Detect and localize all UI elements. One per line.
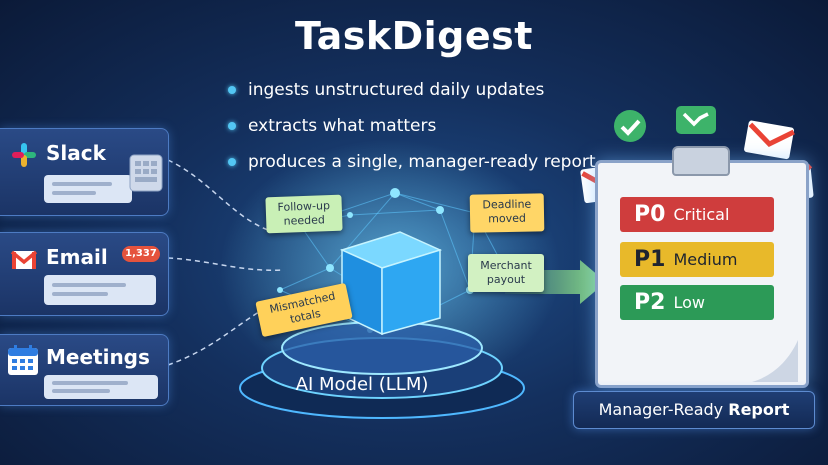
report-caption: Manager-Ready Report xyxy=(573,391,815,429)
feature-item: extracts what matters xyxy=(228,108,596,144)
priority-row-p1: P1 Medium xyxy=(620,242,774,277)
source-card-slack: Slack xyxy=(0,128,169,216)
priority-row-p2: P2 Low xyxy=(620,285,774,320)
feature-list: ingests unstructured daily updates extra… xyxy=(228,72,596,180)
feature-item: produces a single, manager-ready report xyxy=(228,144,596,180)
note-merchant: Merchant payout xyxy=(468,254,544,292)
email-label: Email xyxy=(46,245,108,269)
slack-preview xyxy=(44,175,132,203)
page-title: TaskDigest xyxy=(295,14,533,58)
bullet-icon xyxy=(228,86,236,94)
email-preview xyxy=(44,275,156,305)
slack-label: Slack xyxy=(46,141,106,165)
mail-icon xyxy=(744,120,795,160)
chat-check-icon xyxy=(614,110,646,142)
meetings-preview xyxy=(44,375,158,399)
bullet-icon xyxy=(228,122,236,130)
bullet-icon xyxy=(228,158,236,166)
ai-cube xyxy=(339,231,443,336)
note-follow-up: Follow-up needed xyxy=(265,194,343,234)
page-curl-icon xyxy=(752,340,798,382)
message-icon xyxy=(676,106,716,134)
slack-icon xyxy=(12,143,36,167)
feature-item: ingests unstructured daily updates xyxy=(228,72,596,108)
model-label: AI Model (LLM) xyxy=(295,374,429,395)
clipboard-clip-icon xyxy=(672,146,730,176)
keyboard-icon xyxy=(129,154,163,192)
source-card-meetings: Meetings xyxy=(0,334,169,406)
meetings-label: Meetings xyxy=(46,345,150,369)
priority-row-p0: P0 Critical xyxy=(620,197,774,232)
gmail-icon xyxy=(10,250,38,269)
calendar-icon xyxy=(8,345,38,375)
source-card-email: Email xyxy=(0,232,169,316)
unread-count-badge: 1,337 xyxy=(122,246,160,262)
note-deadline: Deadline moved xyxy=(469,193,545,233)
